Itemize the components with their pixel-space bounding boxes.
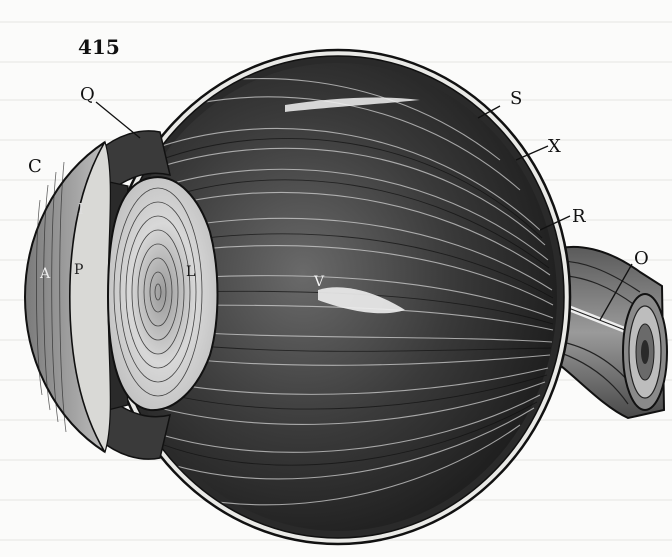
label-v: V bbox=[313, 274, 325, 290]
label-a: A bbox=[39, 266, 51, 282]
label-x: X bbox=[548, 136, 561, 157]
label-o: O bbox=[634, 248, 649, 269]
figure-number: 415 bbox=[78, 35, 120, 59]
label-s: S bbox=[510, 88, 522, 109]
label-r: R bbox=[572, 206, 586, 227]
label-c: C bbox=[28, 156, 42, 177]
crystalline-lens bbox=[108, 177, 218, 410]
label-p: P bbox=[74, 262, 83, 278]
label-q: Q bbox=[80, 84, 95, 105]
label-i: I bbox=[78, 200, 84, 218]
label-l: L bbox=[186, 264, 195, 280]
